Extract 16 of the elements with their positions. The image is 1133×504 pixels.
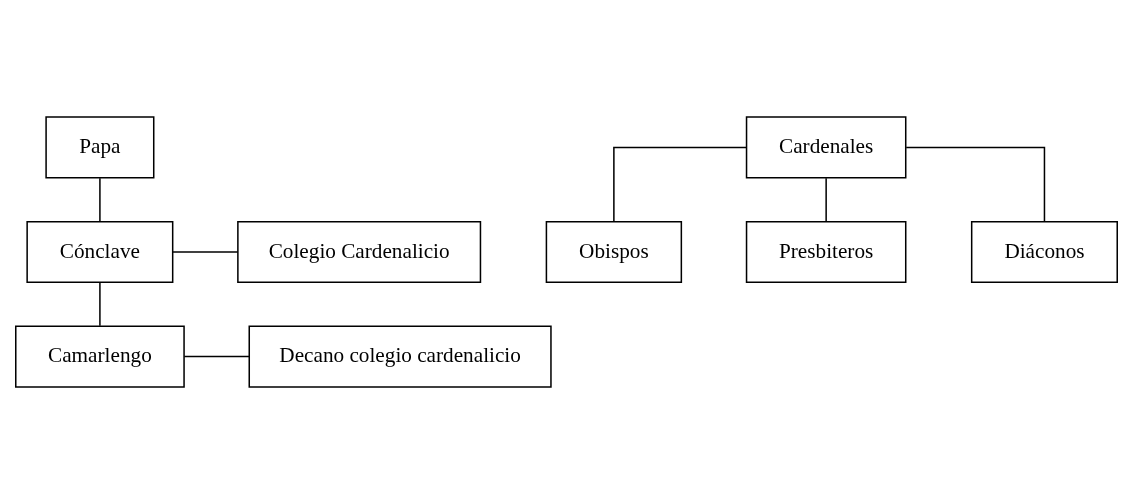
connector [613,146,748,222]
node-box: Colegio Cardenalicio [237,220,482,284]
node-box: Obispos [545,220,683,284]
node-box: Papa [45,116,155,179]
connector [99,177,101,222]
connector [172,251,239,253]
connector [825,177,827,222]
node-box: Cardenales [745,116,907,179]
connector [183,355,250,358]
node-box: Diáconos [970,220,1118,284]
connector [905,146,1046,222]
node-box: Camarlengo [15,325,185,388]
node-box: Cónclave [26,220,174,284]
connector [99,282,101,327]
node-box: Decano colegio cardenalicio [248,325,552,388]
node-box: Presbiteros [745,220,907,284]
